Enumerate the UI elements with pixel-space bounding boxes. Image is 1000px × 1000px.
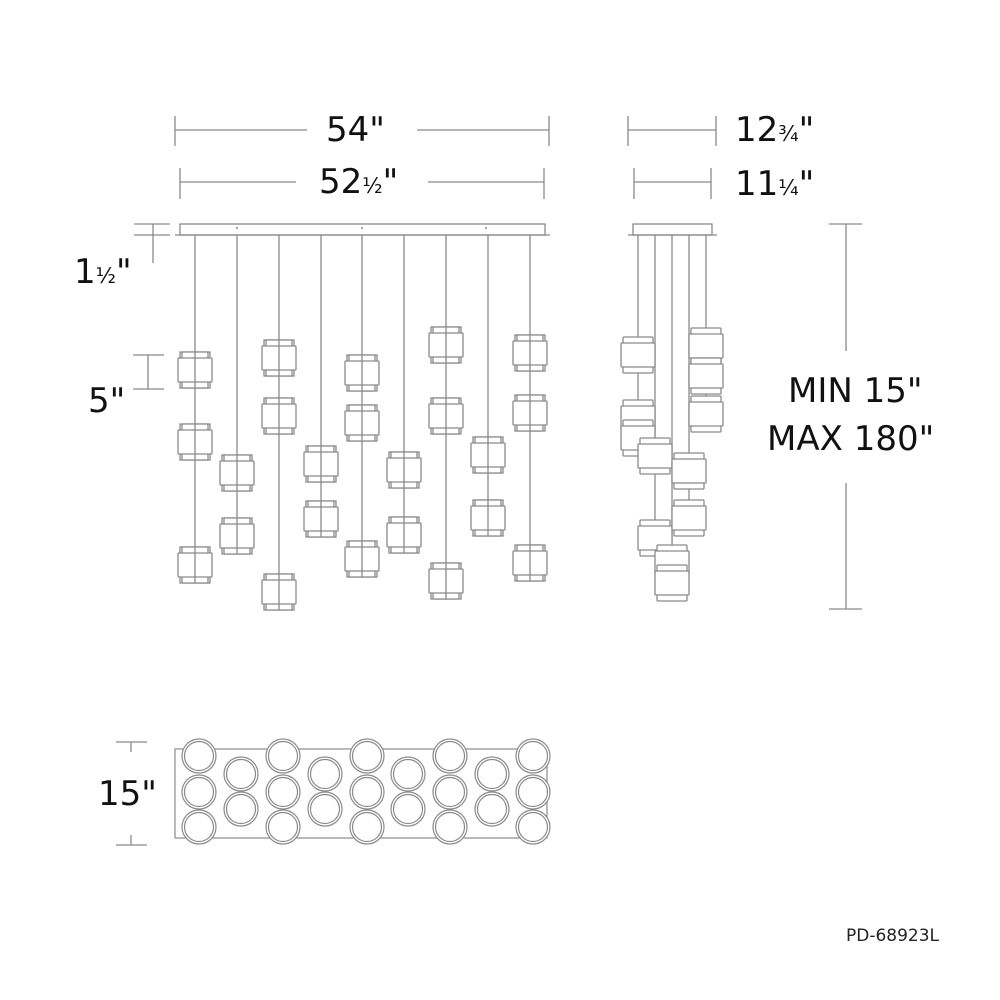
shade-circle [265,809,301,845]
shade-height-dimension-line [133,354,164,390]
pendant-shade [219,517,255,555]
side-canopy-dimension-line [633,168,712,199]
pendant-shade [344,404,380,442]
overall-width-label: 54" [326,113,385,147]
pendant-shade [177,546,213,584]
pendant-shade [470,436,506,474]
pendant-shade [261,397,297,435]
canopy-plate [179,223,546,236]
bottom-depth-value: 15 [98,774,142,814]
shade-circle [223,756,259,792]
shade-circle [265,774,301,810]
side-depth-dimension-line [627,116,717,146]
canopy-height-value: 1 [74,252,96,292]
front-elevation-view [175,223,550,611]
shade-circle [265,738,301,774]
shade-circle [432,809,468,845]
inch-mark: " [798,110,815,150]
pendant-shade-side [671,452,707,490]
canopy-height-fraction: ½ [95,264,116,288]
inch-mark: " [369,110,385,150]
shade-circle [515,809,551,845]
inch-mark: " [109,381,126,421]
side-depth-label: 12¾" [735,113,814,147]
pendant-shade-side [688,395,724,433]
side-elevation-view [620,223,724,602]
shade-circle [474,756,510,792]
inch-mark: " [798,164,815,204]
shade-circle [307,791,343,827]
shade-circle [223,791,259,827]
overall-width-dimension-line [174,116,550,146]
canopy-width-fraction: ½ [362,174,383,198]
canopy-plate-side [632,223,713,236]
shade-circle [349,774,385,810]
shade-height-label: 5" [88,384,125,418]
overall-height-dimension-line [829,223,862,610]
shade-circle [515,774,551,810]
pendant-shade [261,339,297,377]
pendant-shade-side [620,336,656,374]
pendant-shade-side [688,327,724,365]
shade-circle [181,738,217,774]
pendant-shade [428,326,464,364]
bottom-plan-view [174,738,551,845]
shade-circle [390,791,426,827]
pendant-shade [512,334,548,372]
pendant-shade [428,397,464,435]
shade-circle [181,774,217,810]
shade-circle [474,791,510,827]
canopy-width-label: 52½" [319,165,398,199]
pendant-shade [177,423,213,461]
side-canopy-label: 11¼" [735,167,814,201]
pendant-shade [470,499,506,537]
pendant-shade [219,454,255,492]
inch-mark: " [382,162,399,202]
pendant-shade [512,544,548,582]
pendant-shade [344,354,380,392]
shade-circle [432,774,468,810]
pendant-shade [386,516,422,554]
side-depth-fraction: ¾ [778,122,799,146]
pendant-shade [386,451,422,489]
shade-circle [515,738,551,774]
pendant-shade [177,351,213,389]
shade-circle [390,756,426,792]
pendant-shade [261,573,297,611]
pendant-shade [344,540,380,578]
pendant-shade-side [654,564,690,602]
side-canopy-value: 11 [735,164,779,204]
shade-circle [307,756,343,792]
pendant-shade-side [637,437,673,475]
overall-height-min-label: MIN 15" [788,371,923,411]
pendant-shade [428,562,464,600]
side-canopy-fraction: ¼ [778,176,799,200]
shade-circle [181,809,217,845]
canopy-height-dimension-line [134,223,170,263]
overall-height-max-label: MAX 180" [767,419,935,459]
overall-width-value: 54 [326,110,370,150]
inch-mark: " [116,252,132,292]
bottom-depth-label: 15" [98,777,157,811]
shade-circle [432,738,468,774]
side-depth-value: 12 [735,110,779,150]
canopy-height-label: 1½" [74,255,132,289]
model-number: PD-68923L [846,926,940,946]
canopy-width-dimension-line [179,168,545,199]
shade-height-value: 5 [88,381,110,421]
shade-circle [349,738,385,774]
canopy-width-value: 52 [319,162,363,202]
pendant-shade-side [671,499,707,537]
bottom-depth-dimension-line [116,741,147,846]
shade-circle [349,809,385,845]
pendant-shade [303,500,339,538]
pendant-shade [512,394,548,432]
pendant-shade [303,445,339,483]
pendant-shade-side [688,357,724,395]
inch-mark: " [141,774,157,814]
